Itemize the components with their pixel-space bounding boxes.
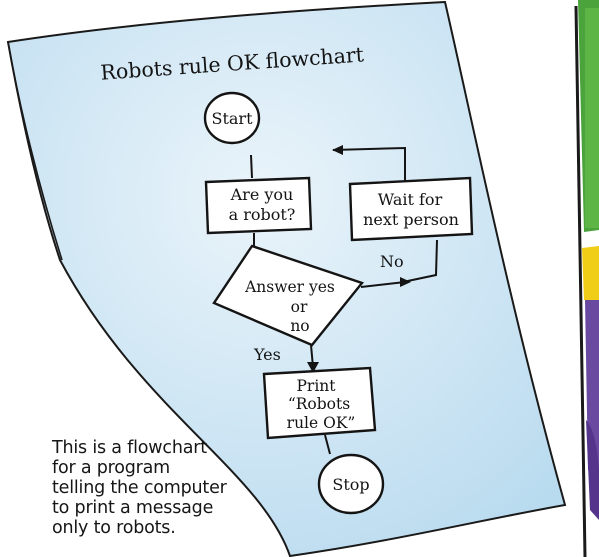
edge-label-yes: Yes — [253, 345, 281, 364]
caption-line: telling the computer — [52, 478, 282, 498]
node-question: Are you a robot? — [206, 178, 311, 233]
caption-line: to print a message — [52, 498, 282, 518]
node-wait: Wait for next person — [350, 178, 472, 240]
node-stop: Stop — [319, 455, 383, 513]
node-wait-line-2: next person — [363, 210, 459, 229]
edge-start-to-question — [251, 155, 252, 178]
node-decision-line-2: or — [291, 298, 308, 316]
caption-line: only to robots. — [52, 518, 282, 538]
node-print: Print “Robots rule OK” — [264, 368, 375, 438]
edge-label-no: No — [380, 252, 404, 271]
caption-line: for a program — [52, 458, 282, 478]
node-wait-line-1: Wait for — [378, 190, 443, 209]
node-start: Start — [205, 93, 259, 143]
node-print-line-3: rule OK” — [287, 414, 356, 432]
caption: This is a flowchart for a program tellin… — [52, 438, 282, 538]
node-start-label: Start — [211, 109, 253, 128]
node-question-line-1: Are you — [230, 185, 294, 204]
node-question-line-2: a robot? — [229, 205, 296, 224]
caption-line: This is a flowchart — [52, 438, 282, 458]
node-print-line-1: Print — [296, 377, 336, 395]
node-decision-line-3: no — [290, 317, 309, 335]
node-decision-line-1: Answer yes — [244, 278, 335, 296]
node-print-line-2: “Robots — [288, 395, 350, 413]
right-page-illustration — [566, 0, 599, 557]
node-stop-label: Stop — [332, 475, 369, 494]
